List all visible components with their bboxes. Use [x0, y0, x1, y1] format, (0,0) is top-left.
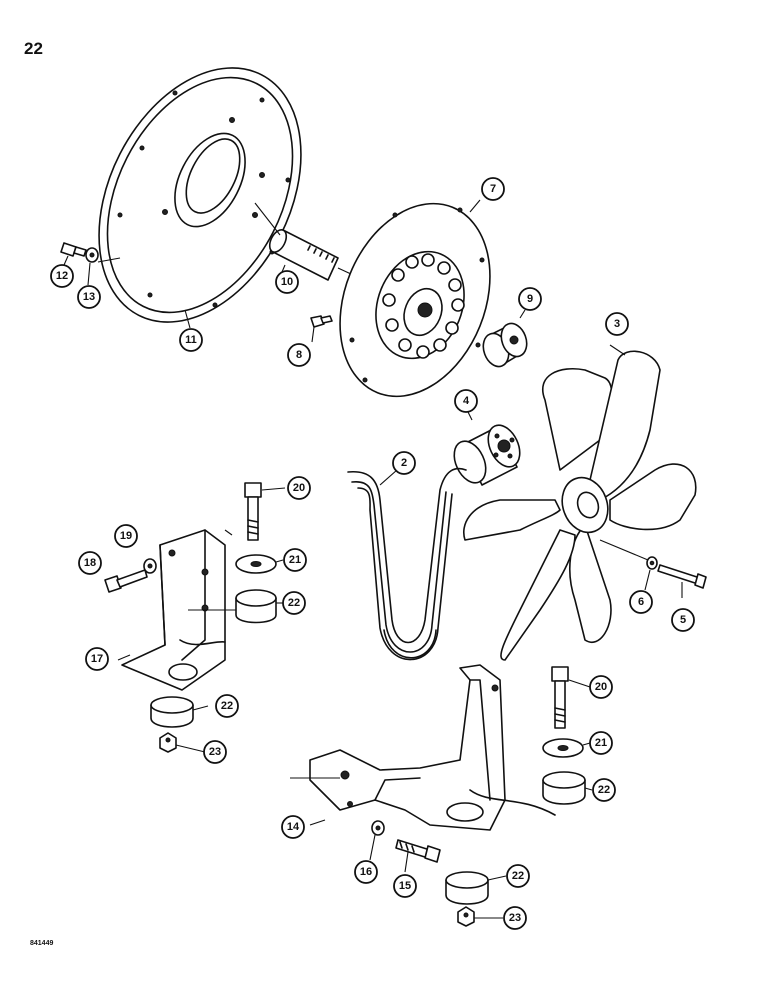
callout-20-upper: 20: [287, 476, 311, 500]
callout-11: 11: [179, 328, 203, 352]
svg-text:19: 19: [120, 530, 132, 542]
part-22-cushion-bottom: [445, 871, 507, 905]
part-22-cushion-upper: [235, 589, 283, 624]
part-9-spacer: [482, 309, 528, 368]
part-23-nut-left: [159, 732, 206, 753]
part-12-bolt: [60, 242, 87, 266]
callout-20-lower: 20: [589, 675, 613, 699]
svg-text:10: 10: [281, 276, 293, 288]
svg-text:2: 2: [401, 457, 407, 469]
callout-23-left: 23: [203, 740, 227, 764]
callout-12: 12: [50, 264, 74, 288]
part-4-fan-spacer: [453, 411, 521, 486]
callout-4: 4: [454, 389, 478, 413]
svg-text:21: 21: [595, 737, 607, 749]
callout-5: 5: [671, 608, 695, 632]
callout-22-lower-right: 22: [592, 778, 616, 802]
callout-3: 3: [605, 312, 629, 336]
svg-text:17: 17: [91, 653, 103, 665]
svg-text:22: 22: [598, 784, 610, 796]
part-17-l-bracket: [117, 529, 245, 691]
part-2-fan-belt: [347, 467, 467, 661]
part-6-washer: [644, 556, 658, 591]
part-16-washer: [369, 820, 385, 861]
svg-text:12: 12: [56, 270, 68, 282]
part-20-bolt-upper: [244, 482, 286, 541]
page-number: 22: [24, 39, 43, 58]
part-13-washer: [85, 247, 99, 286]
svg-text:6: 6: [638, 596, 644, 608]
callout-9: 9: [518, 287, 542, 311]
callout-13: 13: [77, 285, 101, 309]
callout-14: 14: [281, 815, 305, 839]
callout-10: 10: [275, 270, 299, 294]
part-8-bolt: [310, 315, 333, 343]
part-21-washer-lower: [542, 738, 591, 758]
part-22-cushion-lower-right: [542, 771, 593, 805]
callout-15: 15: [393, 874, 417, 898]
svg-text:7: 7: [490, 183, 496, 195]
svg-text:8: 8: [296, 349, 302, 361]
callout-21-upper: 21: [283, 548, 307, 572]
part-15-bolt: [395, 839, 441, 873]
callout-7: 7: [481, 177, 505, 201]
part-7-flex-plate: [339, 199, 491, 398]
svg-text:11: 11: [185, 334, 197, 346]
callout-18: 18: [78, 551, 102, 575]
svg-text:21: 21: [289, 554, 301, 566]
svg-text:14: 14: [287, 821, 300, 833]
callout-22-upper: 22: [282, 591, 306, 615]
illustration-ref: 841449: [30, 940, 53, 947]
callout-21-lower: 21: [589, 731, 613, 755]
callout-8: 8: [287, 343, 311, 367]
svg-text:20: 20: [293, 482, 305, 494]
part-18-bolt: [104, 569, 148, 593]
svg-text:3: 3: [614, 318, 620, 330]
part-23-nut-bottom: [457, 906, 503, 927]
svg-text:16: 16: [360, 866, 372, 878]
svg-text:20: 20: [595, 681, 607, 693]
part-5-bolt: [599, 539, 707, 598]
part-14-lower-bracket: [290, 664, 556, 831]
svg-text:15: 15: [399, 880, 411, 892]
callout-16: 16: [354, 860, 378, 884]
callout-17: 17: [85, 647, 109, 671]
callout-22-bottom: 22: [506, 864, 530, 888]
part-3-fan: [463, 344, 697, 661]
callout-6: 6: [629, 590, 653, 614]
svg-text:18: 18: [84, 557, 96, 569]
part-19-washer: [143, 558, 157, 574]
part-22-cushion-lower-left: [150, 696, 209, 728]
part-11-housing-plate: [97, 67, 302, 329]
part-21-washer-upper: [235, 554, 284, 574]
svg-text:9: 9: [527, 293, 533, 305]
svg-text:23: 23: [209, 746, 221, 758]
part-20-bolt-lower: [551, 666, 591, 729]
svg-text:23: 23: [509, 912, 521, 924]
svg-text:4: 4: [463, 395, 470, 407]
callout-23-bottom: 23: [503, 906, 527, 930]
svg-text:5: 5: [680, 614, 686, 626]
callout-22-lower-left: 22: [215, 694, 239, 718]
svg-text:13: 13: [83, 291, 95, 303]
callout-19: 19: [114, 524, 138, 548]
svg-text:22: 22: [288, 597, 300, 609]
svg-text:22: 22: [221, 700, 233, 712]
svg-text:22: 22: [512, 870, 524, 882]
callout-2: 2: [392, 451, 416, 475]
